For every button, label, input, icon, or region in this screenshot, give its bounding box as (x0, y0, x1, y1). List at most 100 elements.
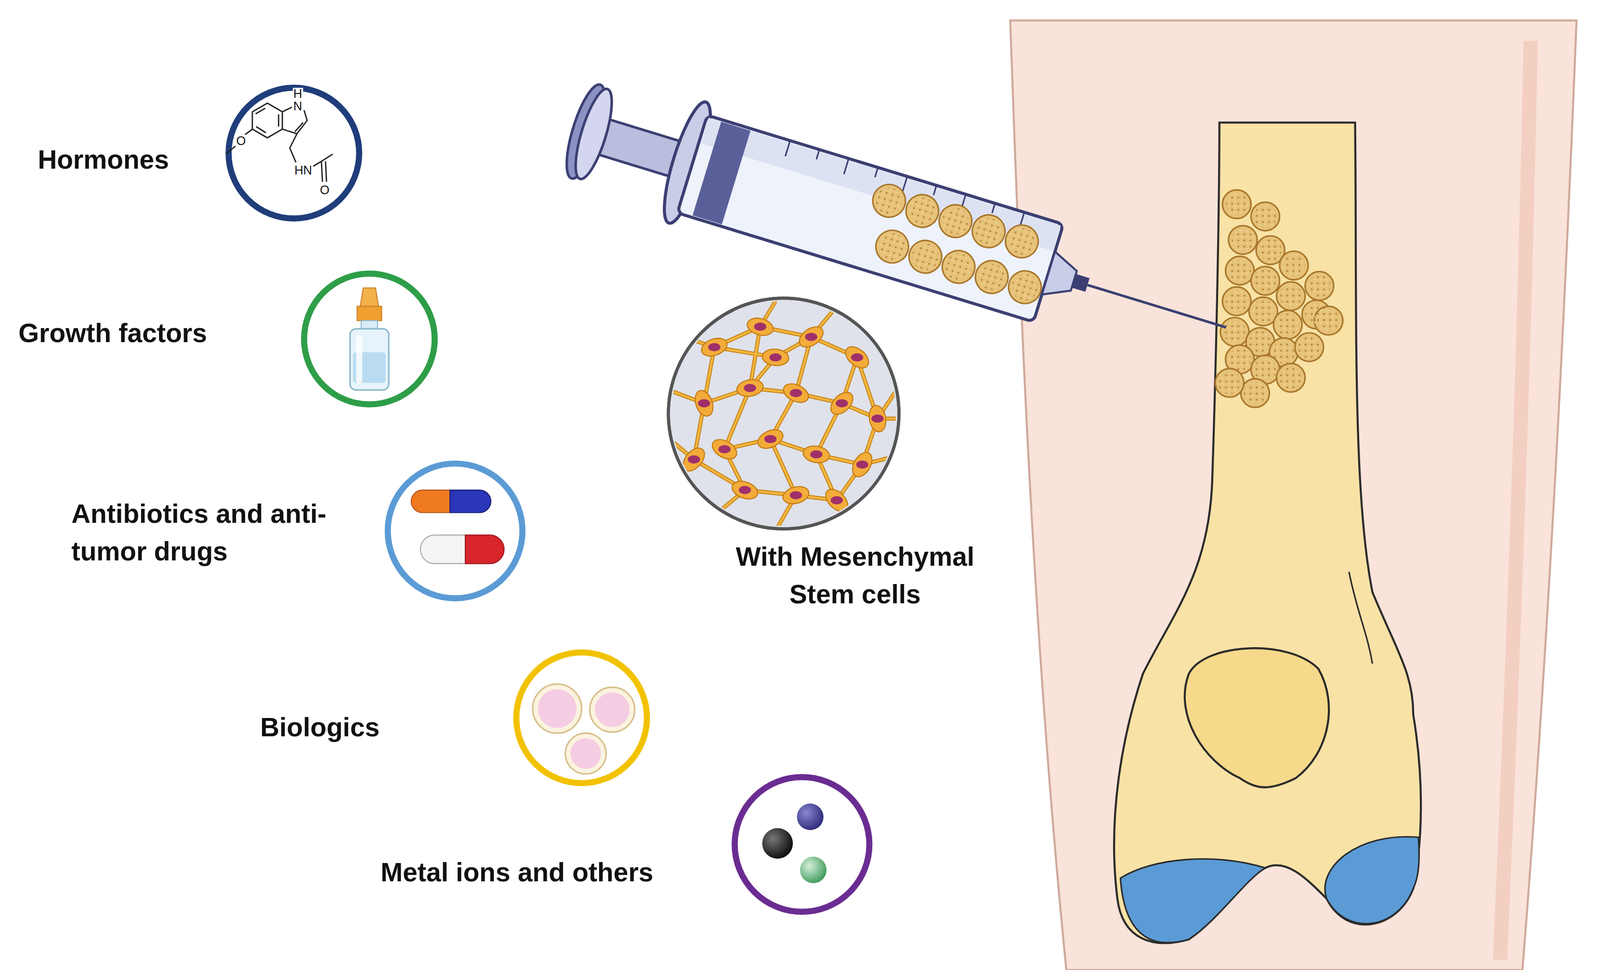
microsphere-cluster-part-part (1250, 202, 1280, 231)
drug-circle (387, 463, 523, 599)
stem-cell-circle-part-part (679, 315, 889, 516)
microsphere-cluster-part-part (1222, 286, 1251, 315)
metal-ion-circle (734, 776, 870, 912)
microsphere-cluster-part-part (1282, 254, 1306, 277)
syringe-part (860, 183, 1055, 304)
biologics-circle-part (532, 683, 582, 734)
syringe-part-part (816, 149, 820, 159)
growth-factor-circle-part (350, 328, 390, 390)
syringe-part-part (971, 214, 1006, 249)
syringe-part (856, 180, 1059, 308)
atom-label: O (318, 183, 331, 196)
hormone-circle-part-part (321, 161, 327, 182)
microsphere-cluster-part-part (1273, 310, 1302, 339)
microsphere-cluster-part-part (1254, 205, 1277, 228)
microsphere-cluster-part-part (1276, 313, 1299, 337)
metal-ion-circle-part (734, 776, 870, 912)
stem-cell-circle-part-part-part (805, 332, 818, 341)
stem-cell-circle-part-part-part (738, 485, 751, 495)
stem-cell-circle-part-part-part (781, 483, 812, 507)
stem-cell-circle-part-part-part (848, 448, 877, 481)
stem-cell-circle-part-part (687, 322, 884, 505)
hormone-circle-part (228, 87, 360, 219)
stem-cell-circle-part (668, 298, 900, 529)
metal-ion-circle-part (762, 827, 794, 859)
biologics-circle-part (516, 652, 647, 783)
microsphere-cluster-part-part (1252, 300, 1275, 323)
microsphere-cluster-part-part (1231, 228, 1255, 252)
stem-cell-circle-part-part-part (698, 334, 730, 360)
stem-cell-circle-part-part-part (692, 387, 717, 419)
stem-cell-circle-part-part-part (795, 322, 827, 352)
stem-cell-circle-part-part-part (810, 449, 823, 459)
stem-cell-circle-part-part-part (708, 435, 741, 463)
hormone-circle-part (226, 103, 333, 182)
category-label: Hormones (37, 140, 169, 179)
stem-cell-circle-part-part-part (830, 496, 843, 505)
stem-cell-circle-part-part-part (718, 445, 731, 454)
drug-circle-part (465, 534, 505, 564)
biologics-circle-part (537, 688, 578, 728)
stem-cell-circle-part-part-part (789, 490, 802, 499)
syringe-part-part (975, 260, 1009, 294)
biologics-circle (516, 652, 647, 783)
stem-cell-circle-part-part-part (754, 425, 786, 452)
hormone-circle-part-part (289, 133, 298, 163)
syringe-part-part (785, 140, 791, 157)
syringe-part (677, 115, 1063, 322)
stem-cell-circle-part-part-part (764, 434, 777, 444)
microsphere-cluster-part-part (1279, 366, 1303, 390)
stem-cell-circle-part-part-part (789, 388, 802, 397)
microsphere-cluster-part-part (1228, 348, 1252, 371)
hormone-circle-part-part (294, 122, 303, 132)
syringe-part-part (843, 158, 849, 174)
stem-cell-circle-part-part-part (735, 377, 765, 399)
microsphere-cluster-part-part (1225, 192, 1248, 216)
syringe-part (1071, 274, 1090, 292)
stem-cell-circle-part-part-part (769, 353, 782, 362)
atom-label: HN (293, 164, 314, 177)
microsphere-cluster-part-part (1228, 259, 1252, 282)
stem-cell-circle-part-part-part (826, 388, 857, 419)
category-label: Metal ions and others (380, 852, 654, 891)
stem-cell-circle-part-part-part (729, 477, 761, 503)
stem-cell-circle-part-part-part (708, 342, 721, 352)
growth-factor-circle-part (355, 334, 363, 384)
femur-bone-part (1184, 647, 1329, 787)
syringe-part-part (1008, 270, 1042, 304)
stem-cell-circle-part-part-part (856, 460, 869, 469)
femur-bone-part (1324, 836, 1420, 924)
drug-circle-part (411, 489, 451, 513)
microsphere-cluster-part-part (1295, 332, 1324, 362)
microsphere-cluster-part-part (1244, 381, 1267, 405)
stem-cell-circle-part-part-part (867, 404, 889, 433)
hormone-circle (226, 87, 359, 219)
hormone-circle-part-part (252, 103, 283, 138)
syringe-part-part (902, 176, 908, 192)
syringe-part-part (971, 256, 1013, 298)
hormone-circle-part-part (226, 129, 253, 154)
microsphere-cluster-part-part (1276, 281, 1305, 311)
stem-cell-circle-part-part-part (851, 353, 864, 362)
microsphere-cluster-part-part (1272, 340, 1296, 364)
microsphere-cluster-part-part (1215, 368, 1244, 397)
microsphere-cluster-part-part (1308, 274, 1331, 298)
stem-cell-circle-part-part-part (841, 342, 873, 372)
syringe-part-part (1001, 221, 1043, 263)
femur-bone-part (1349, 571, 1373, 664)
stem-cell-circle-part-part-part (835, 399, 848, 408)
syringe-part (692, 121, 751, 225)
syringe-part-part (871, 225, 913, 267)
syringe-part (1087, 284, 1227, 328)
syringe-part-part (908, 239, 943, 274)
growth-factor-circle-part (360, 288, 379, 307)
syringe-part-part (933, 185, 937, 196)
stem-cell-circle-part-part-part (745, 315, 775, 339)
leg-skin-part (1009, 20, 1577, 970)
drug-circle-part (420, 534, 466, 564)
microsphere-cluster-part-part (1248, 330, 1272, 354)
atom-label: O (235, 134, 247, 147)
stem-cell-circle-part-part-part (754, 322, 767, 331)
growth-factor-circle-part (303, 273, 435, 405)
